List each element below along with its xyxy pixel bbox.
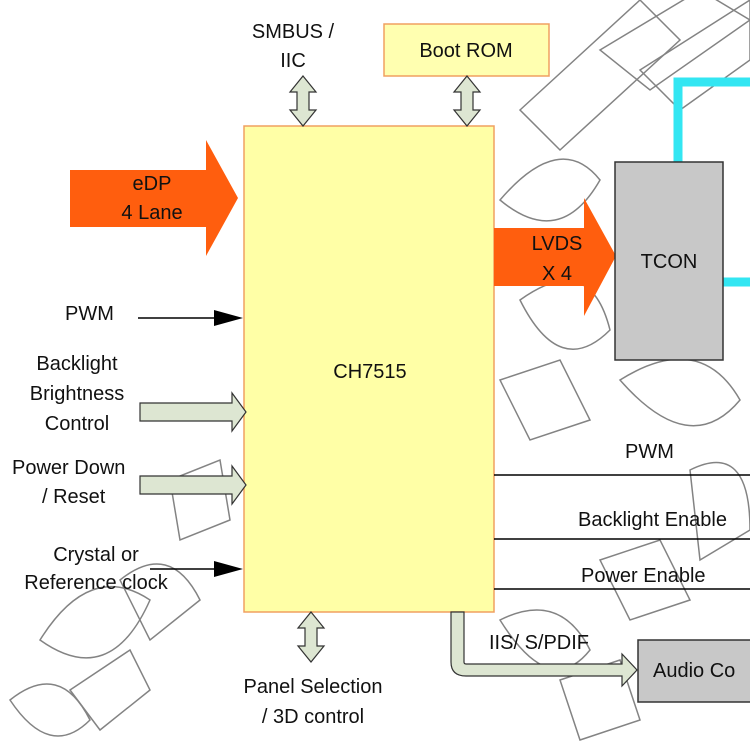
audio-bus-arrow (450, 611, 638, 688)
boot-rom-block[interactable]: Boot ROM (383, 23, 550, 77)
main-chip-label: CH7515 (333, 361, 406, 383)
audio-bus-label: IIS/ S/PDIF (489, 632, 589, 654)
svg-text:4 Lane: 4 Lane (121, 202, 182, 224)
svg-text:LVDS: LVDS (532, 233, 583, 255)
boot-rom-double-arrow (452, 75, 482, 127)
crystal-input-arrowhead (214, 561, 243, 577)
pwm-input-label: PWM (65, 303, 114, 325)
svg-text:Reference clock: Reference clock (24, 572, 168, 594)
svg-text:Power Down: Power Down (12, 457, 125, 479)
panel-selection-double-arrow (296, 611, 326, 663)
audio-codec-label: Audio Co (653, 660, 735, 682)
power-enable-label: Power Enable (581, 565, 706, 587)
backlight-input-arrow (139, 391, 247, 433)
svg-text:Panel Selection: Panel Selection (244, 676, 383, 698)
crystal-label: Crystal or Reference clock (24, 544, 168, 594)
smbus-double-arrow (288, 75, 318, 127)
svg-text:SMBUS /: SMBUS / (252, 21, 335, 43)
svg-text:IIC: IIC (280, 50, 306, 72)
tcon-block[interactable]: TCON (614, 161, 724, 361)
lvds-output-arrow (494, 198, 616, 316)
svg-text:/ 3D control: / 3D control (262, 706, 364, 728)
pwm-output-label: PWM (625, 441, 674, 463)
edp-input-arrow (70, 140, 238, 256)
tcon-label: TCON (641, 251, 698, 273)
power-down-label: Power Down / Reset (12, 457, 125, 508)
backlight-enable-label: Backlight Enable (578, 509, 727, 531)
pwm-input-arrowhead (214, 310, 243, 326)
svg-text:eDP: eDP (133, 173, 172, 195)
audio-codec-block[interactable]: Audio Co (637, 639, 750, 703)
svg-text:Backlight: Backlight (36, 353, 118, 375)
edp-label: eDP 4 Lane (121, 173, 182, 224)
backlight-label: Backlight Brightness Control (30, 353, 125, 435)
tcon-cyan-link (673, 77, 750, 287)
panel-selection-label: Panel Selection / 3D control (244, 676, 383, 728)
svg-text:Control: Control (45, 413, 109, 435)
svg-text:Brightness: Brightness (30, 383, 125, 405)
boot-rom-label: Boot ROM (419, 40, 512, 62)
lvds-label: LVDS X 4 (532, 233, 583, 285)
main-chip-block[interactable]: CH7515 (243, 125, 495, 613)
power-down-input-arrow (139, 464, 247, 506)
svg-text:Crystal or: Crystal or (53, 544, 139, 566)
svg-text:/ Reset: / Reset (42, 486, 106, 508)
smbus-label: SMBUS / IIC (252, 21, 335, 72)
svg-text:X 4: X 4 (542, 263, 572, 285)
